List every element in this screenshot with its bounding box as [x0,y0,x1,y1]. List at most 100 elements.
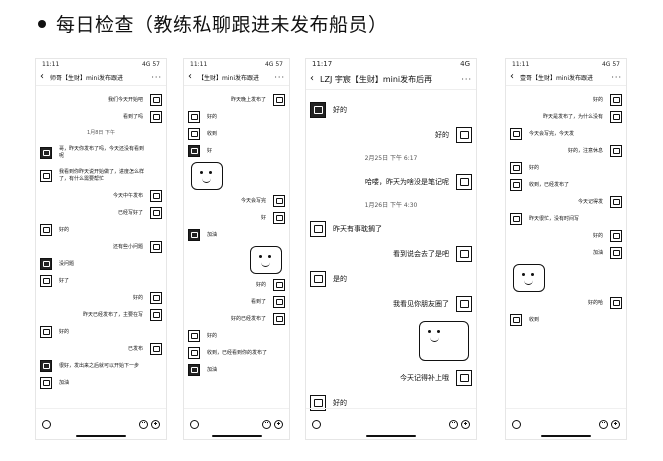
message-row: 加油 [510,247,622,259]
plus-icon[interactable] [151,419,160,429]
avatar[interactable] [150,207,162,219]
avatar[interactable] [188,364,200,376]
avatar[interactable] [273,296,285,308]
avatar[interactable] [510,128,522,140]
avatar[interactable] [273,313,285,325]
avatar[interactable] [150,292,162,304]
chat-title: 壹哥【生财】mini发布跟进 [520,74,593,82]
message-bubble: 好的 [132,294,143,301]
home-indicator [76,435,126,437]
avatar[interactable] [150,241,162,253]
avatar[interactable] [40,326,52,338]
message-bubble: 好 [260,214,266,221]
sticker-icon[interactable] [191,162,223,190]
avatar[interactable] [456,174,472,190]
voice-icon[interactable] [512,419,521,429]
avatar[interactable] [273,279,285,291]
avatar[interactable] [188,145,200,157]
avatar[interactable] [310,221,326,237]
avatar[interactable] [310,102,326,118]
plus-icon[interactable] [274,419,283,429]
more-icon[interactable]: ··· [461,74,472,84]
back-arrow-icon[interactable]: ‹ [310,73,314,84]
back-arrow-icon[interactable]: ‹ [510,71,514,82]
avatar[interactable] [273,94,285,106]
voice-icon[interactable] [190,419,199,429]
message-row: 好的 [510,162,622,174]
chat-header: ‹ 【生财】mini发布跟进 ··· [184,69,289,86]
more-icon[interactable]: ··· [274,72,285,82]
voice-icon[interactable] [42,419,51,429]
input-bar [184,408,289,439]
voice-icon[interactable] [312,419,321,429]
message-bubble: 加油 [207,366,218,373]
avatar[interactable] [610,111,622,123]
avatar[interactable] [510,179,522,191]
message-bubble: 收到 [207,130,218,137]
avatar[interactable] [510,162,522,174]
status-bar: 11:11 4G 57 [506,59,626,69]
avatar[interactable] [150,190,162,202]
avatar[interactable] [40,147,52,159]
avatar[interactable] [456,127,472,143]
plus-icon[interactable] [461,419,470,429]
avatar[interactable] [610,297,622,309]
timestamp-text: 1月8日 下午 [87,130,115,136]
avatar[interactable] [310,395,326,411]
message-bubble: 昨天有事耽搁了 [333,224,382,233]
avatar[interactable] [188,330,200,342]
avatar[interactable] [273,195,285,207]
plus-icon[interactable] [611,419,620,429]
avatar[interactable] [188,229,200,241]
avatar[interactable] [40,258,52,270]
avatar[interactable] [150,309,162,321]
emoji-icon[interactable] [599,419,608,429]
avatar[interactable] [310,271,326,287]
timestamp-text: 1月26日 下午 4:30 [364,202,418,209]
message-row: 今天记得发 [510,196,622,208]
back-arrow-icon[interactable]: ‹ [188,71,192,82]
message-bubble: 好的 [333,398,347,407]
message-bubble: 看到说会去了是吧 [393,249,449,258]
avatar[interactable] [456,370,472,386]
avatar[interactable] [40,377,52,389]
avatar[interactable] [40,360,52,372]
sticker-icon[interactable] [419,321,469,361]
message-row: 哈喽，昨天为啥没是笔记呢 [310,174,472,190]
status-time: 11:11 [190,60,208,68]
avatar[interactable] [456,246,472,262]
avatar[interactable] [273,212,285,224]
avatar[interactable] [150,343,162,355]
avatar[interactable] [188,111,200,123]
timestamp: 1月26日 下午 4:30 [310,199,472,212]
avatar[interactable] [40,224,52,236]
emoji-icon[interactable] [449,419,458,429]
avatar[interactable] [610,94,622,106]
avatar[interactable] [456,296,472,312]
avatar[interactable] [40,170,52,182]
avatar[interactable] [150,111,162,123]
avatar[interactable] [510,213,522,225]
sticker-row [188,246,285,274]
avatar[interactable] [610,230,622,242]
timestamp: 2月25日 下午 6:17 [310,152,472,165]
sticker-icon[interactable] [250,246,282,274]
avatar[interactable] [510,314,522,326]
more-icon[interactable]: ··· [611,72,622,82]
chat-title: 【生财】mini发布跟进 [198,74,259,82]
avatar[interactable] [188,128,200,140]
sticker-icon[interactable] [513,264,545,292]
avatar[interactable] [40,275,52,287]
more-icon[interactable]: ··· [151,72,162,82]
message-row: 好的 [310,102,472,118]
avatar[interactable] [610,145,622,157]
avatar[interactable] [188,347,200,359]
emoji-icon[interactable] [262,419,271,429]
avatar[interactable] [610,196,622,208]
emoji-icon[interactable] [139,419,148,429]
message-list: 好的昨天是发布了，为什么没有今天会写完，今天发好的，注意休息好的收到，已经发布了… [506,86,626,414]
avatar[interactable] [610,247,622,259]
message-row: 昨天是发布了，为什么没有 [510,111,622,123]
avatar[interactable] [150,94,162,106]
back-arrow-icon[interactable]: ‹ [40,71,44,82]
